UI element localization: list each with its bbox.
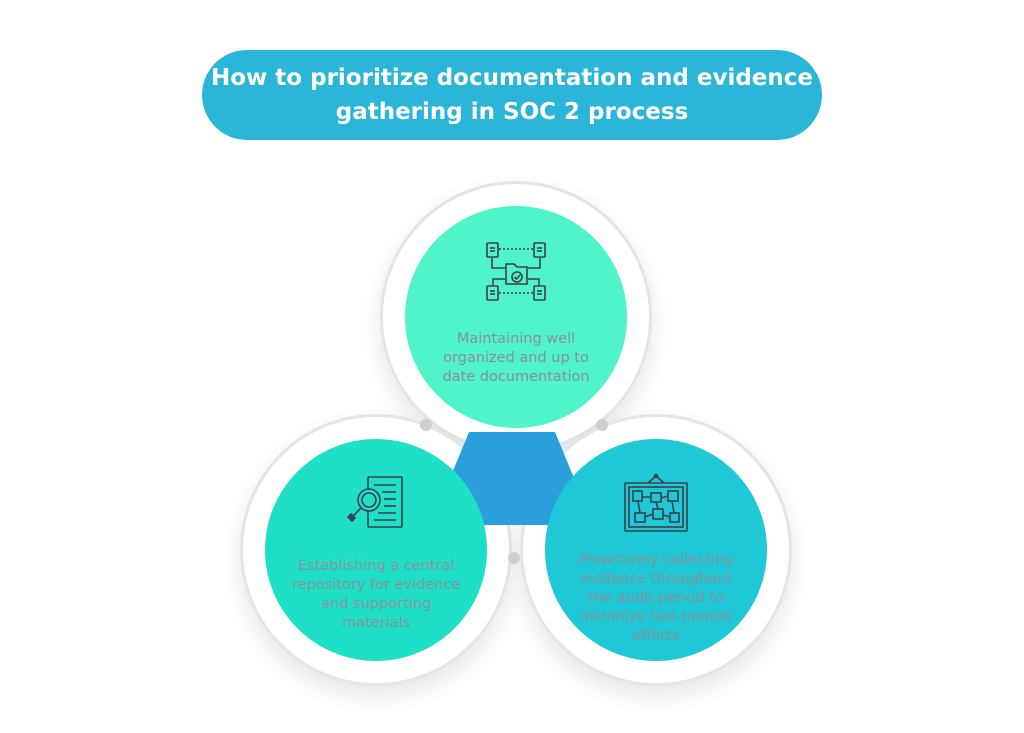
- title-line-1: How to prioritize documentation and evid…: [211, 65, 813, 91]
- circle-evidence-line-5: efforts: [632, 628, 680, 644]
- connector-dot-bottom: [508, 552, 520, 564]
- circle-documentation: Maintaining well organized and up to dat…: [405, 206, 627, 428]
- circle-evidence-text: Proactively collecting evidence througho…: [579, 551, 733, 646]
- circle-evidence-line-1: Proactively collecting: [578, 552, 734, 568]
- document-flow-icon: [486, 242, 546, 301]
- circle-repository: Establishing a central repository for ev…: [265, 439, 487, 661]
- circle-evidence-line-2: evidence throughout: [580, 571, 732, 587]
- connector-dot-right: [596, 419, 608, 431]
- circle-evidence-line-3: the audit period to: [588, 590, 724, 606]
- title-line-2: gathering in SOC 2 process: [335, 99, 689, 125]
- circle-documentation-text: Maintaining well organized and up to dat…: [442, 330, 589, 387]
- circle-evidence: Proactively collecting evidence througho…: [545, 439, 767, 661]
- center-hexagon-shape: [450, 432, 574, 525]
- connector-dot-left: [420, 419, 432, 431]
- circle-repository-text: Establishing a central repository for ev…: [292, 557, 460, 633]
- circle-documentation-line-1: Maintaining well: [456, 331, 576, 347]
- circle-repository-line-2: repository for evidence: [291, 577, 461, 593]
- evidence-board-icon: [624, 473, 688, 532]
- circle-documentation-line-3: date documentation: [442, 369, 590, 385]
- circle-evidence-line-4: minimize last-minute: [579, 609, 733, 625]
- circle-documentation-line-2: organized and up to: [443, 350, 589, 366]
- title-banner: How to prioritize documentation and evid…: [202, 50, 822, 140]
- magnifier-document-icon: [346, 476, 403, 528]
- circle-repository-line-1: Establishing a central: [297, 558, 455, 574]
- circle-repository-line-4: materials: [341, 615, 411, 631]
- circle-repository-line-3: and supporting: [321, 596, 431, 612]
